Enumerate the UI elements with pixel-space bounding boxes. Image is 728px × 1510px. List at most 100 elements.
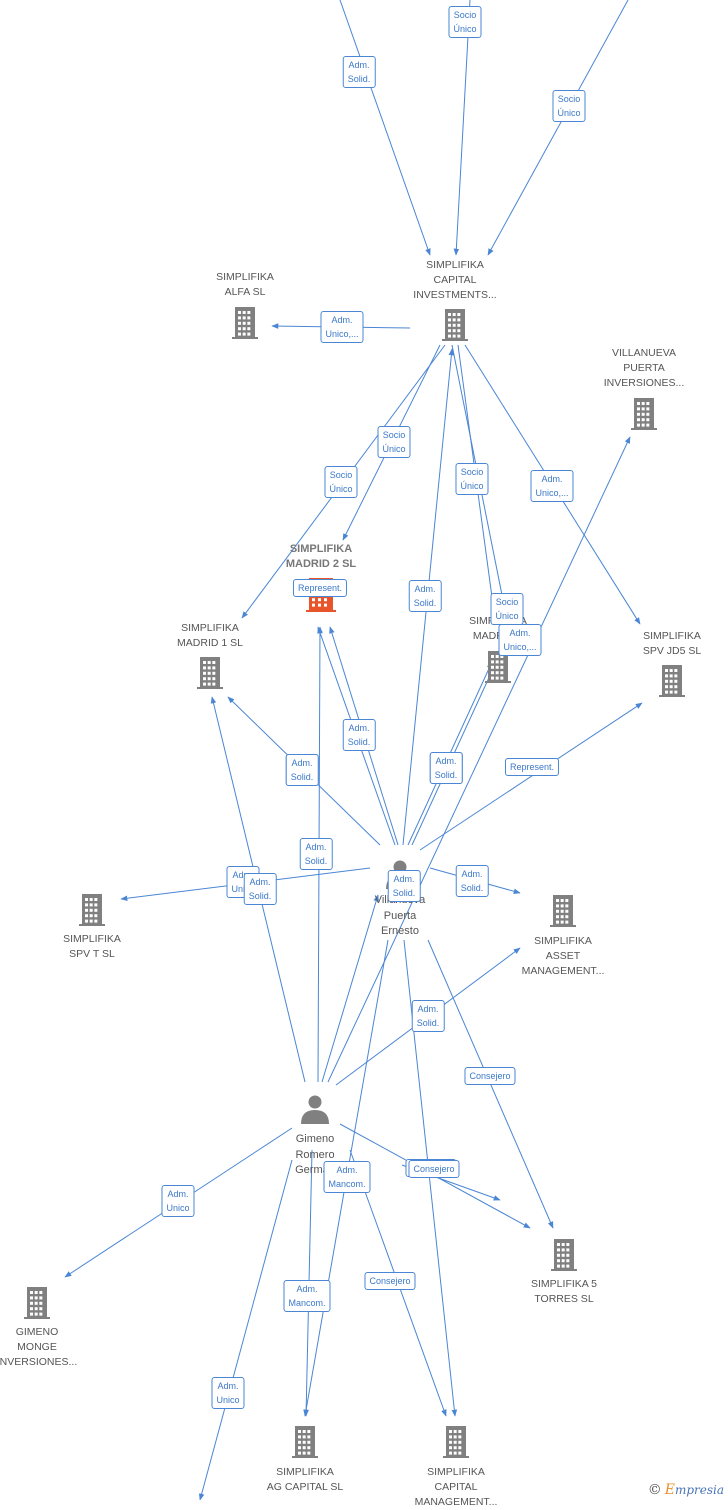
building-icon-alfa[interactable] (232, 307, 258, 339)
edge-label-e17[interactable]: Adm.Solid. (455, 865, 489, 897)
building-window (449, 1440, 452, 1444)
edge-label-line: Consejero (413, 1164, 455, 1174)
building-icon-villanueva_inv[interactable] (631, 398, 657, 430)
edge-line-gimeno_person-to-bottom_a (198, 1159, 293, 1500)
building-window (312, 598, 315, 602)
edge-label-e28[interactable]: Adm.Mancom. (283, 1280, 331, 1312)
building-window (39, 1312, 43, 1316)
edge-label-e30[interactable]: Adm.Mancom. (323, 1161, 371, 1193)
building-window (247, 316, 251, 320)
building-window (557, 1259, 560, 1263)
edge-label-line: Unico,... (325, 329, 359, 339)
edge-label-e10[interactable]: Adm.Solid. (408, 580, 442, 612)
node-label-line: CAPITAL (433, 274, 477, 286)
edge-label-line: Unico (231, 882, 254, 896)
building-icon-asset_mgmt[interactable] (550, 895, 576, 927)
edge-label-e13[interactable]: Adm.Solid. (342, 719, 376, 751)
building-window (318, 598, 321, 602)
building-window (495, 676, 499, 680)
building-window (669, 690, 673, 694)
building-window (302, 1440, 306, 1444)
building-window (207, 671, 211, 675)
person-icon-gimeno_person[interactable] (301, 1095, 329, 1125)
building-icon-madrid1[interactable] (197, 657, 223, 689)
building-icon-capital_inv[interactable] (442, 309, 468, 341)
building-icon-gimeno_monge[interactable] (24, 1287, 50, 1319)
edge-label-e21[interactable]: Adm.Solid. (299, 838, 333, 870)
empresia-logo[interactable]: ©Empresia (648, 1482, 724, 1498)
edge-label-e1[interactable]: Adm.Solid. (342, 56, 376, 88)
building-window (39, 1291, 43, 1294)
building-window (298, 1446, 301, 1450)
edge-label-e23[interactable]: Adm.Solid. (285, 754, 319, 786)
edge-label-e26[interactable]: Adm.Unico (161, 1185, 195, 1217)
building-window (89, 914, 93, 918)
edge-label-line: Solid. (413, 598, 437, 608)
edge-label-e22[interactable]: Adm.Solid. (243, 873, 277, 905)
node-label-line: MANAGEMENT... (414, 1496, 498, 1508)
building-icon-ag_capital[interactable] (292, 1426, 318, 1458)
node-label-line: INVERSIONES... (0, 1356, 78, 1368)
building-icon-capital_mgmt[interactable] (443, 1426, 469, 1458)
node-label-line: TORRES SL (534, 1293, 594, 1305)
edge-label-e24[interactable]: Adm.Solid. (411, 1000, 445, 1032)
building-window (207, 666, 211, 670)
building-window (203, 666, 206, 670)
building-window (637, 423, 640, 427)
building-window (453, 1446, 457, 1450)
building-window (452, 323, 456, 327)
building-window (247, 327, 251, 331)
edge-label-e19[interactable]: Consejero (464, 1067, 516, 1085)
building-window (560, 899, 564, 902)
edge-label-line: Represent. (297, 583, 343, 593)
node-label-line: MONGE (17, 1341, 57, 1353)
edge-label-e25[interactable]: Adm.Solid. (429, 752, 463, 784)
edge-line-villanueva_person-to-spv_jd5 (419, 702, 643, 851)
building-icon-torres5[interactable] (551, 1239, 577, 1271)
building-icon-madrid_x[interactable] (485, 651, 511, 683)
building-window (491, 655, 494, 658)
node-label-line: Romero (295, 1148, 335, 1161)
edge-label-e12[interactable]: Represent. (292, 579, 348, 597)
building-window (665, 669, 668, 672)
building-window (457, 334, 461, 338)
building-base (659, 695, 685, 697)
building-window (212, 682, 216, 686)
building-window (452, 313, 456, 316)
edge-label-e4[interactable]: Adm.Unico,... (320, 311, 364, 343)
building-window (302, 1430, 306, 1433)
edge-line-gimeno_person-to-spv_t (321, 894, 379, 1083)
building-icon-spv_t[interactable] (79, 894, 105, 926)
edge-label-line: Adm. (509, 628, 531, 638)
edge-label-e11[interactable]: Adm.Unico,... (498, 624, 542, 656)
edge-label-e32[interactable]: Consejero (408, 1160, 460, 1178)
edge-label-line: Único (495, 611, 519, 621)
building-window (307, 1446, 311, 1450)
building-window (669, 674, 673, 678)
edge-label-e8[interactable]: Adm.Unico,... (530, 470, 574, 502)
edge-label-e20[interactable]: Adm.Solid. (387, 870, 421, 902)
edge-label-e16[interactable]: Represent. (504, 758, 560, 776)
edge-label-e29[interactable]: Consejero (364, 1272, 416, 1290)
edge-label-e31[interactable]: Adm.Unico (211, 1377, 245, 1409)
edge-label-line: Adm. (296, 1284, 318, 1294)
building-icon-spv_jd5[interactable] (659, 665, 685, 697)
